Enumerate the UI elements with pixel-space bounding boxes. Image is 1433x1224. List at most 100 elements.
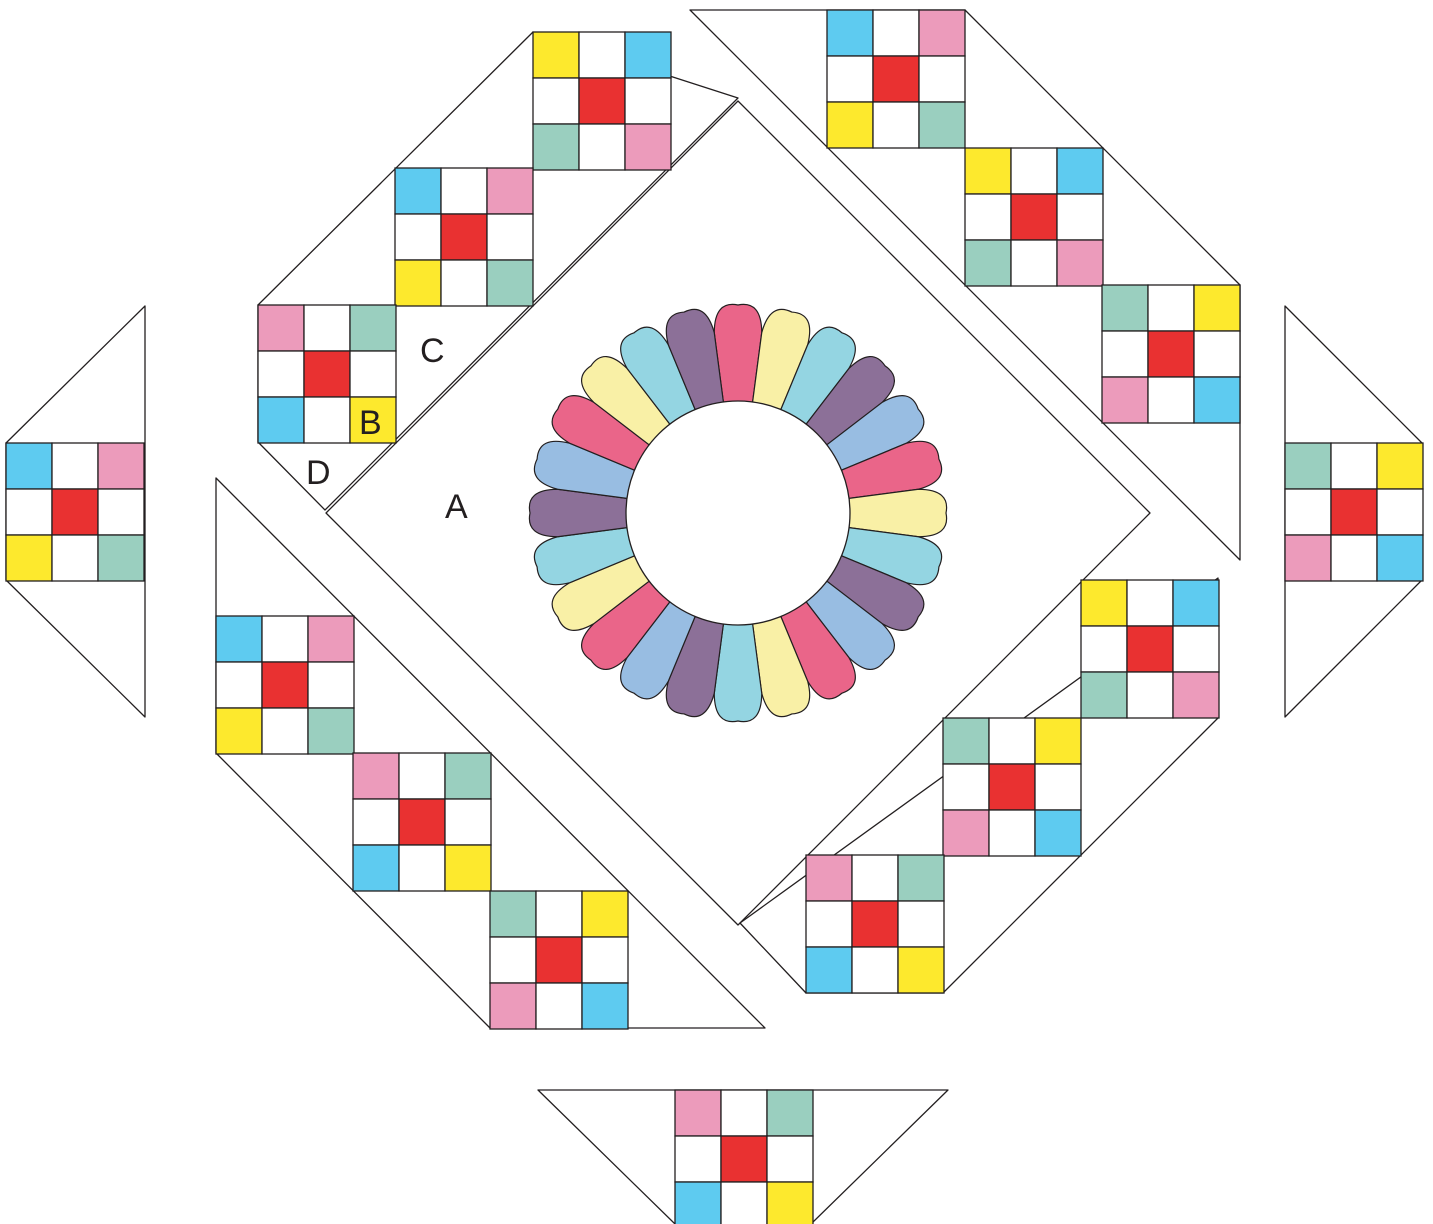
green-square	[943, 718, 989, 764]
white-square	[258, 351, 304, 397]
nine-patch-block	[6, 443, 144, 581]
white-square	[1194, 331, 1240, 377]
yellow-square	[767, 1182, 813, 1224]
white-square	[1102, 331, 1148, 377]
red-square	[989, 764, 1035, 810]
yellow-square	[6, 535, 52, 581]
white-square	[6, 489, 52, 535]
pink-square	[625, 124, 671, 170]
nine-patch-block	[1285, 443, 1423, 581]
white-square	[353, 799, 399, 845]
white-square	[1127, 580, 1173, 626]
red-square	[441, 214, 487, 260]
white-square	[441, 168, 487, 214]
yellow-square	[898, 947, 944, 993]
white-square	[350, 351, 396, 397]
nine-patch-block	[675, 1090, 813, 1224]
white-square	[827, 56, 873, 102]
white-square	[395, 214, 441, 260]
label-c: C	[420, 332, 445, 370]
yellow-square	[395, 260, 441, 306]
blue-square	[1035, 810, 1081, 856]
green-square	[350, 305, 396, 351]
red-square	[873, 56, 919, 102]
blue-square	[353, 845, 399, 891]
white-square	[582, 937, 628, 983]
pink-square	[1285, 535, 1331, 581]
red-square	[1331, 489, 1377, 535]
white-square	[441, 260, 487, 306]
yellow-square	[827, 102, 873, 148]
pink-square	[353, 753, 399, 799]
blue-square	[827, 10, 873, 56]
white-square	[536, 891, 582, 937]
label-b: B	[359, 404, 382, 442]
yellow-square	[582, 891, 628, 937]
yellow-square	[445, 845, 491, 891]
yellow-square	[1081, 580, 1127, 626]
yellow-square	[1377, 443, 1423, 489]
white-square	[304, 397, 350, 443]
white-square	[806, 901, 852, 947]
red-square	[399, 799, 445, 845]
green-square	[965, 240, 1011, 286]
green-square	[919, 102, 965, 148]
white-square	[536, 983, 582, 1029]
green-square	[1102, 285, 1148, 331]
pink-square	[258, 305, 304, 351]
white-square	[873, 102, 919, 148]
white-square	[399, 845, 445, 891]
yellow-square	[533, 32, 579, 78]
white-square	[919, 56, 965, 102]
yellow-square	[1035, 718, 1081, 764]
white-square	[852, 947, 898, 993]
white-square	[1011, 240, 1057, 286]
label-a: A	[445, 488, 468, 526]
pink-square	[98, 443, 144, 489]
white-square	[1011, 148, 1057, 194]
pink-square	[487, 168, 533, 214]
nine-patch-block	[216, 616, 354, 754]
yellow-square	[965, 148, 1011, 194]
white-square	[579, 124, 625, 170]
red-square	[1127, 626, 1173, 672]
white-square	[262, 616, 308, 662]
white-square	[1127, 672, 1173, 718]
nine-patch-block	[490, 891, 628, 1029]
red-square	[52, 489, 98, 535]
white-square	[625, 78, 671, 124]
white-square	[1285, 489, 1331, 535]
nine-patch-block	[965, 148, 1103, 286]
blue-square	[1057, 148, 1103, 194]
blue-square	[625, 32, 671, 78]
green-square	[1285, 443, 1331, 489]
white-square	[873, 10, 919, 56]
blue-square	[395, 168, 441, 214]
yellow-square	[216, 708, 262, 754]
nine-patch-block	[827, 10, 965, 148]
green-square	[1081, 672, 1127, 718]
blue-square	[1173, 580, 1219, 626]
blue-square	[216, 616, 262, 662]
white-square	[490, 937, 536, 983]
plate-center-circle	[626, 401, 850, 625]
green-square	[898, 855, 944, 901]
white-square	[989, 718, 1035, 764]
white-square	[852, 855, 898, 901]
green-square	[533, 124, 579, 170]
pink-square	[919, 10, 965, 56]
white-square	[533, 78, 579, 124]
nine-patch-block	[943, 718, 1081, 856]
white-square	[1148, 285, 1194, 331]
green-square	[490, 891, 536, 937]
white-square	[52, 535, 98, 581]
pink-square	[490, 983, 536, 1029]
nine-patch-block	[533, 32, 671, 170]
white-square	[989, 810, 1035, 856]
red-square	[1011, 194, 1057, 240]
white-square	[943, 764, 989, 810]
white-square	[399, 753, 445, 799]
pink-square	[675, 1090, 721, 1136]
red-square	[536, 937, 582, 983]
white-square	[965, 194, 1011, 240]
